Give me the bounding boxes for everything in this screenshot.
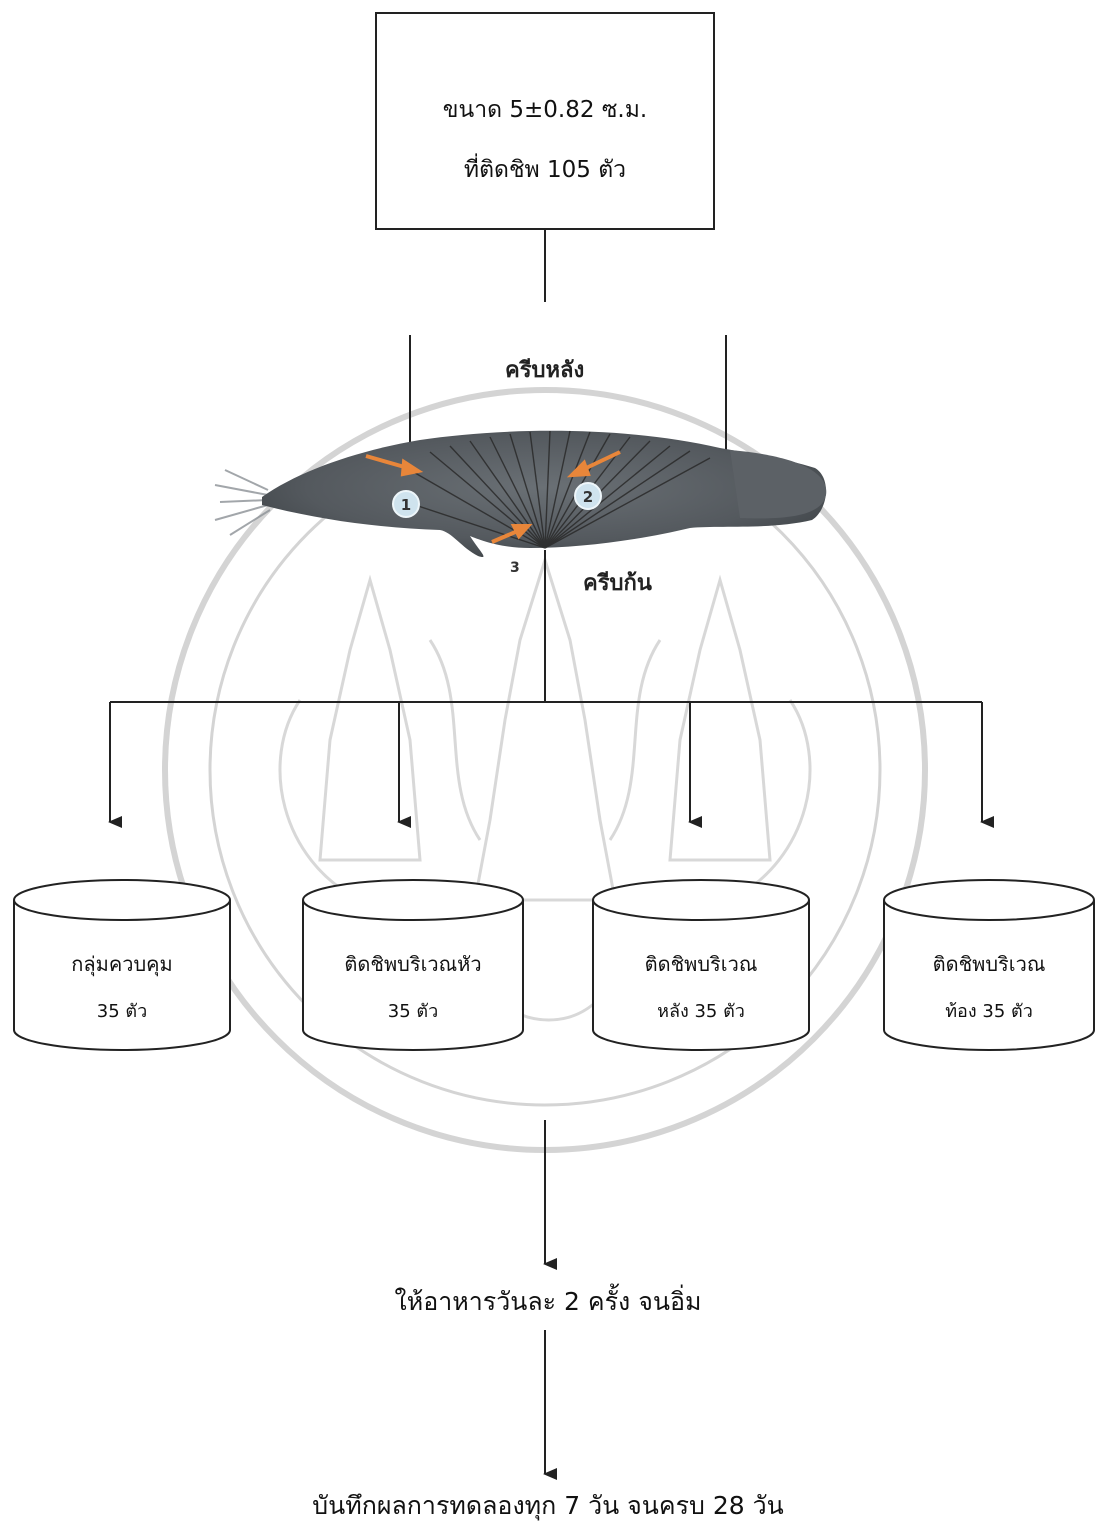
tank-1-label: กลุ่มควบคุม 35 ตัว xyxy=(14,948,230,1025)
fish-size-text: ขนาด 5±0.82 ซ.ม. xyxy=(442,97,648,123)
tank-3-group: ติดชิพบริเวณ xyxy=(644,952,758,976)
tank-1-group: กลุ่มควบคุม xyxy=(71,952,173,976)
tank-2-count: 35 ตัว xyxy=(387,1001,439,1022)
tank-3-count: หลัง 35 ตัว xyxy=(657,1001,745,1022)
tank-3-label: ติดชิพบริเวณ หลัง 35 ตัว xyxy=(593,948,809,1025)
tank-3 xyxy=(592,879,810,1051)
tank-4-label: ติดชิพบริเวณ ท้อง 35 ตัว xyxy=(884,948,1094,1025)
chip-count-text: ที่ติดชิพ 105 ตัว xyxy=(463,157,627,183)
site-marker-3: 3 xyxy=(510,560,520,576)
tank-1-count: 35 ตัว xyxy=(96,1001,148,1022)
tank-2-group: ติดชิพบริเวณหัว xyxy=(344,952,482,976)
feeding-step: ให้อาหารวันละ 2 ครั้ง จนอิ่ม xyxy=(394,1287,702,1316)
tank-2-label: ติดชิพบริเวณหัว 35 ตัว xyxy=(303,948,523,1025)
tank-4-group: ติดชิพบริเวณ xyxy=(932,952,1046,976)
tank-2 xyxy=(302,879,524,1051)
record-step: บันทึกผลการทดลองทุก 7 วัน จนครบ 28 วัน xyxy=(312,1491,784,1520)
chip-site-arrows xyxy=(365,450,621,544)
site-marker-1: 1 xyxy=(392,490,420,518)
tank-4 xyxy=(883,879,1095,1051)
tank-1 xyxy=(13,879,231,1051)
fish-size-box: ขนาด 5±0.82 ซ.ม. ที่ติดชิพ 105 ตัว xyxy=(375,12,715,230)
tank-4-count: ท้อง 35 ตัว xyxy=(945,1001,1033,1022)
anal-fin-label: ครีบก้น xyxy=(583,571,652,596)
fish-illustration xyxy=(214,430,827,558)
dorsal-fin-label: ครีบหลัง xyxy=(505,358,585,383)
site-marker-2: 2 xyxy=(574,482,602,510)
